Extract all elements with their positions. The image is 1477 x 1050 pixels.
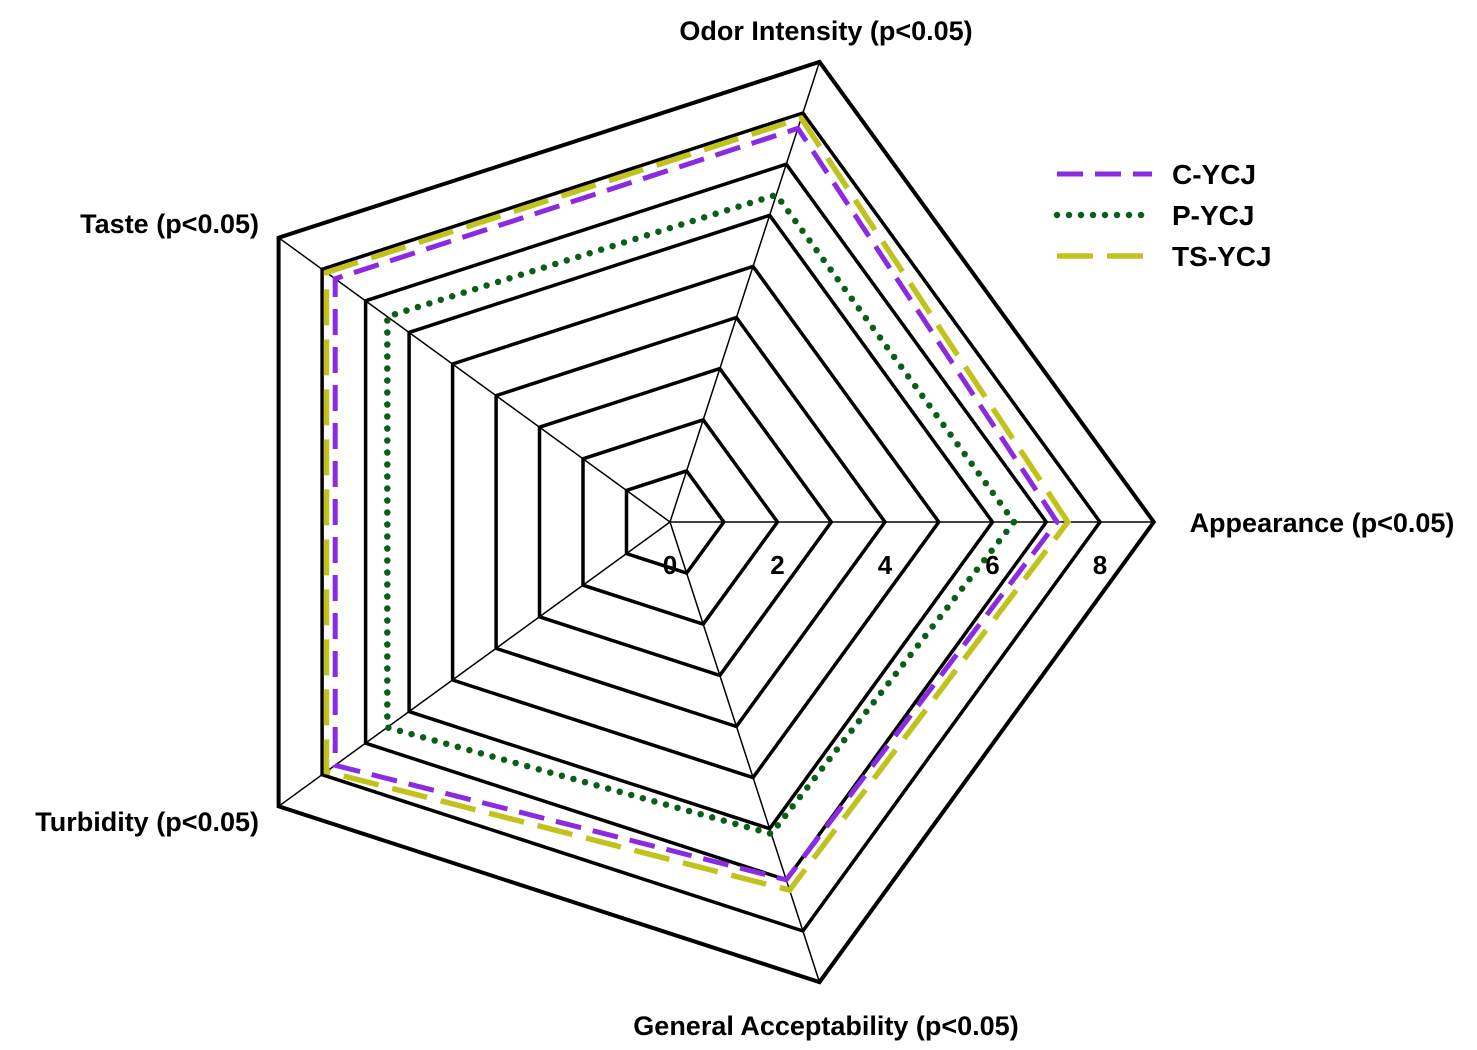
grid-layer: [276, 59, 1157, 985]
legend: C-YCJ P-YCJ TS-YCJ: [1053, 159, 1272, 272]
axis-spoke: [278, 237, 671, 523]
tick-label: 4: [878, 550, 893, 580]
series-line-c-ycj: [332, 125, 1061, 883]
grid-ring: [320, 110, 1103, 934]
tick-label: 8: [1093, 550, 1107, 580]
grid-ring: [494, 315, 888, 729]
axis-spoke: [669, 521, 821, 983]
axis-label: Turbidity (p<0.05): [35, 807, 259, 837]
tick-label: 6: [985, 550, 999, 580]
axis-label: General Acceptability (p<0.05): [633, 1011, 1018, 1041]
legend-label: P-YCJ: [1172, 200, 1254, 231]
grid-ring: [581, 417, 780, 627]
grid-ring: [450, 264, 941, 780]
axis-label: Taste (p<0.05): [80, 209, 259, 239]
series-line-p-ycj: [384, 191, 1019, 838]
tick-label: 2: [770, 550, 784, 580]
tick-label: 0: [663, 550, 677, 580]
axis-label: Appearance (p<0.05): [1190, 508, 1455, 538]
axis-spoke: [669, 61, 821, 523]
tick-label-layer: 0 2 4 6 8: [663, 550, 1107, 580]
grid-ring: [624, 468, 726, 576]
axis-label-layer: Appearance (p<0.05) Odor Intensity (p<0.0…: [35, 16, 1454, 1041]
grid-ring: [537, 366, 834, 678]
series-line-ts-ycj: [323, 114, 1072, 894]
grid-ring: [407, 213, 995, 831]
axis-spoke: [278, 521, 671, 807]
legend-label: C-YCJ: [1172, 159, 1256, 190]
axis-label: Odor Intensity (p<0.05): [679, 16, 972, 46]
legend-label: TS-YCJ: [1172, 241, 1272, 272]
spoke-layer: [278, 61, 1154, 983]
grid-ring: [276, 59, 1157, 985]
series-layer: [323, 114, 1072, 894]
